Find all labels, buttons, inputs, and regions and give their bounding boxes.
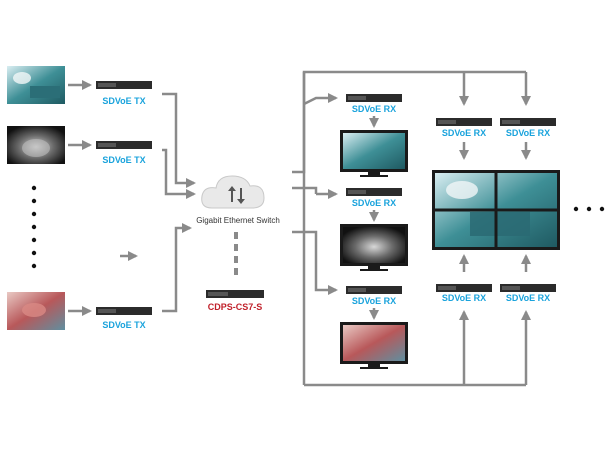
arrow-tx3-switch (162, 223, 192, 313)
tx-label-3: SDVoE TX (102, 320, 145, 330)
ellipsis-dots-horizontal (573, 206, 605, 212)
monitor-3 (340, 322, 408, 369)
link-rx2 (292, 186, 318, 194)
tx-device-1 (96, 81, 152, 89)
controller-label: CDPS-CS7-S (208, 302, 263, 312)
monitor-2 (340, 224, 408, 271)
wall-rx-bottom-left-label: SDVoE RX (442, 293, 486, 303)
wall-rx-bottom-left (436, 284, 492, 292)
monitor-1 (340, 130, 408, 177)
rx-label-1: SDVoE RX (352, 104, 396, 114)
source-thumbnail-3 (7, 292, 65, 330)
cloud-switch-icon (201, 175, 265, 209)
wall-rx-bottom-right-label: SDVoE RX (506, 293, 550, 303)
arrow-tx2-switch (162, 148, 196, 199)
switch-label: Gigabit Ethernet Switch (196, 216, 280, 225)
tx-label-2: SDVoE TX (102, 155, 145, 165)
rx-label-2: SDVoE RX (352, 198, 396, 208)
wall-rx-top-left-label: SDVoE RX (442, 128, 486, 138)
controller-device (206, 290, 264, 298)
video-wall (432, 170, 560, 250)
rx-label-3: SDVoE RX (352, 296, 396, 306)
source-thumbnail-1 (7, 66, 65, 104)
tx-label-1: SDVoE TX (102, 96, 145, 106)
tx-device-3 (96, 307, 152, 315)
wall-rx-top-right (500, 118, 556, 126)
wall-rx-top-right-label: SDVoE RX (506, 128, 550, 138)
rx-device-1 (346, 94, 402, 102)
arrow-to-rx1 (303, 93, 338, 106)
arrow-tx1-switch (162, 92, 196, 188)
arrow-to-rx3 (292, 230, 338, 295)
tx-device-2 (96, 141, 152, 149)
wall-rx-top-left (436, 118, 492, 126)
source-thumbnail-2 (7, 126, 65, 164)
wall-rx-bottom-right (500, 284, 556, 292)
ellipsis-dots-vertical (31, 185, 37, 269)
rx-device-3 (346, 286, 402, 294)
rx-device-2 (346, 188, 402, 196)
